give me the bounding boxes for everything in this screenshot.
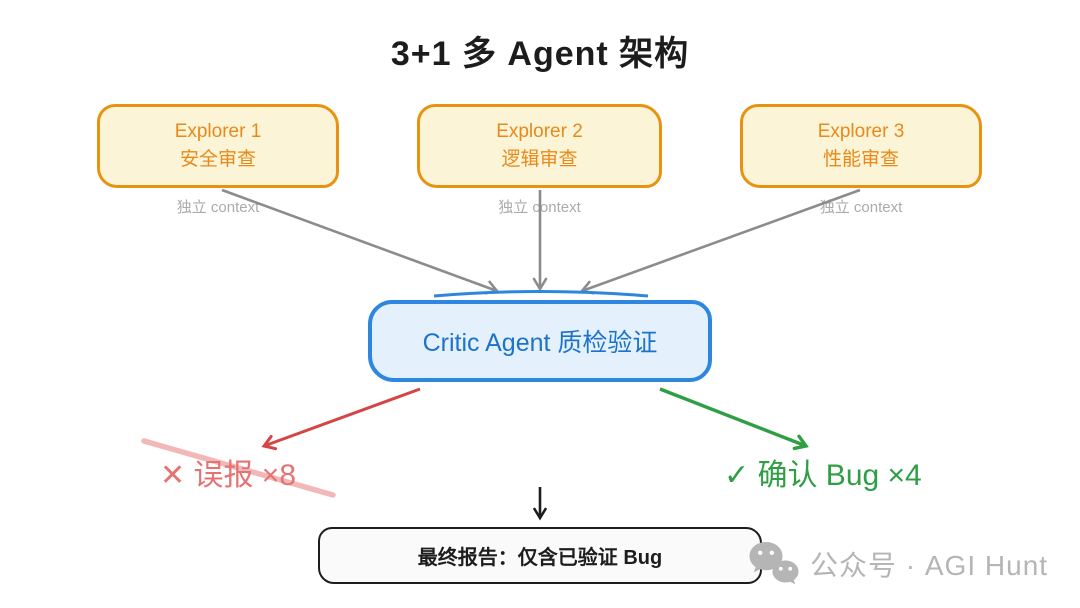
connector-critic-rejected — [261, 387, 421, 451]
confirmed-bugs-label: ✓ 确认 Bug ×4 — [724, 459, 922, 492]
connector-critic-confirmed — [659, 387, 809, 451]
explorer-3-name: Explorer 3 — [817, 121, 905, 143]
context-note-3: 独立 context — [819, 199, 903, 216]
node-explorer-3: Explorer 3 性能审查 — [740, 104, 982, 188]
context-note-2: 独立 context — [498, 199, 581, 216]
final-report-label: 最终报告：仅含已验证 Bug — [417, 547, 663, 569]
wechat-icon — [749, 542, 799, 585]
explorer-2-role: 逻辑审查 — [501, 149, 578, 170]
critic-box-sketch-stroke — [433, 290, 649, 298]
watermark: 公众号 · AGI Hunt — [748, 538, 1048, 590]
false-positives-label: ✕ 误报 ×8 — [160, 459, 297, 492]
page-title: 3+1 多 Agent 架构 — [390, 35, 690, 73]
context-note-1: 独立 context — [176, 199, 260, 216]
watermark-text: 公众号 · AGI Hunt — [810, 550, 1049, 581]
explorer-1-name: Explorer 1 — [174, 121, 262, 143]
explorer-2-name: Explorer 2 — [496, 121, 583, 143]
node-critic-agent: Critic Agent 质检验证 — [368, 300, 712, 382]
explorer-3-role: 性能审查 — [822, 149, 899, 170]
node-explorer-2: Explorer 2 逻辑审查 — [417, 104, 662, 188]
critic-label: Critic Agent 质检验证 — [422, 329, 658, 357]
node-explorer-1: Explorer 1 安全审查 — [97, 104, 339, 188]
explorer-1-role: 安全审查 — [179, 149, 256, 170]
node-final-report: 最终报告：仅含已验证 Bug — [318, 527, 762, 584]
